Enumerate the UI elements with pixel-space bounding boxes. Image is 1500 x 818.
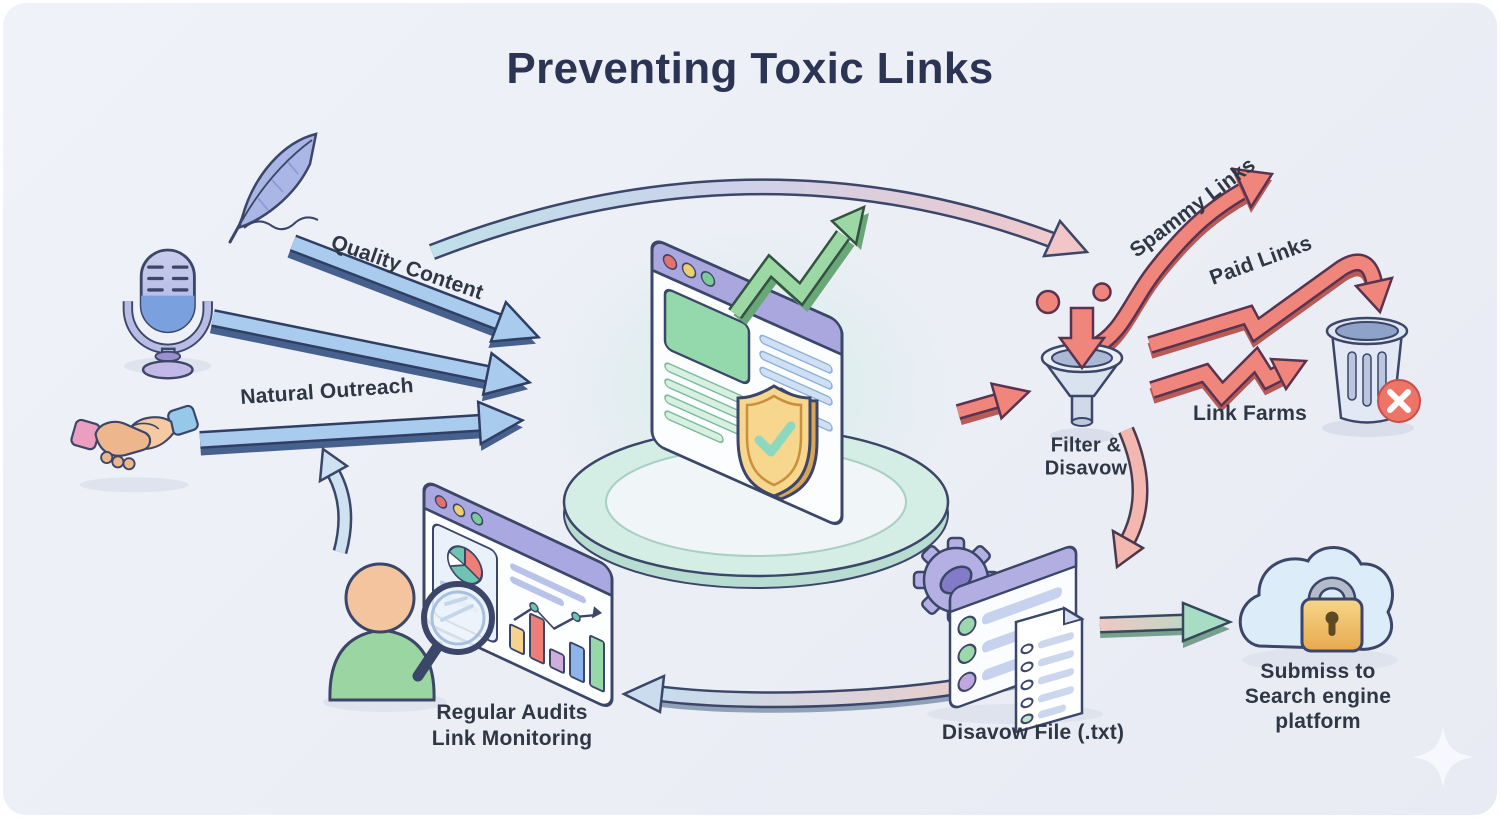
- disavow-file-group: [912, 536, 1103, 734]
- label-submit-line3: platform: [1275, 710, 1361, 733]
- toxic-dot-small: [1092, 282, 1112, 302]
- label-submit-line2: Search engine: [1244, 685, 1392, 708]
- natural-outreach-arrow: [199, 400, 526, 456]
- label-filter-disavow-line2: Disavow: [1044, 457, 1128, 480]
- toxic-input-arrow: [955, 382, 1032, 425]
- label-regular-audits: Regular Audits: [436, 701, 588, 724]
- toxic-dot-large: [1035, 289, 1061, 315]
- page-title: Preventing Toxic Links: [506, 44, 994, 93]
- funnel-drop-arrow: [1057, 306, 1107, 371]
- paid-links-arrow: [1147, 253, 1394, 359]
- sparkle-icon: [1413, 727, 1473, 787]
- label-filter-disavow-line1: Filter &: [1050, 434, 1122, 457]
- audits-to-inputs-arrow: [318, 446, 353, 554]
- shield-check-icon: [736, 384, 819, 501]
- auditor-person-icon: [323, 562, 447, 712]
- spammy-links-arrow: [1088, 167, 1275, 362]
- top-arc-arrow: [428, 178, 1090, 260]
- good-link-arrow-middle: [209, 309, 533, 402]
- quill-pen-icon: [228, 132, 319, 244]
- padlock-icon: [1300, 576, 1364, 653]
- funnel-to-file-arrow: [1111, 426, 1149, 570]
- handshake-icon: [70, 404, 199, 493]
- magnifying-glass-icon: [412, 581, 495, 682]
- label-link-farms: Link Farms: [1192, 402, 1308, 425]
- cloud-icon: [1238, 546, 1398, 672]
- link-farms-arrow: [1149, 345, 1309, 412]
- disavow-document-icon: [1014, 606, 1085, 734]
- label-link-monitoring: Link Monitoring: [431, 727, 593, 750]
- microphone-icon: [122, 248, 213, 380]
- trash-can-icon: [1322, 316, 1421, 437]
- file-to-cloud-arrow: [1099, 601, 1234, 648]
- growth-arrow-icon: [728, 204, 869, 325]
- label-disavow-file: Disavow File (.txt): [941, 721, 1125, 744]
- quality-content-arrow: [287, 234, 542, 348]
- delete-x-badge-icon: [1377, 379, 1421, 423]
- label-submit-line1: Submiss to: [1260, 660, 1376, 683]
